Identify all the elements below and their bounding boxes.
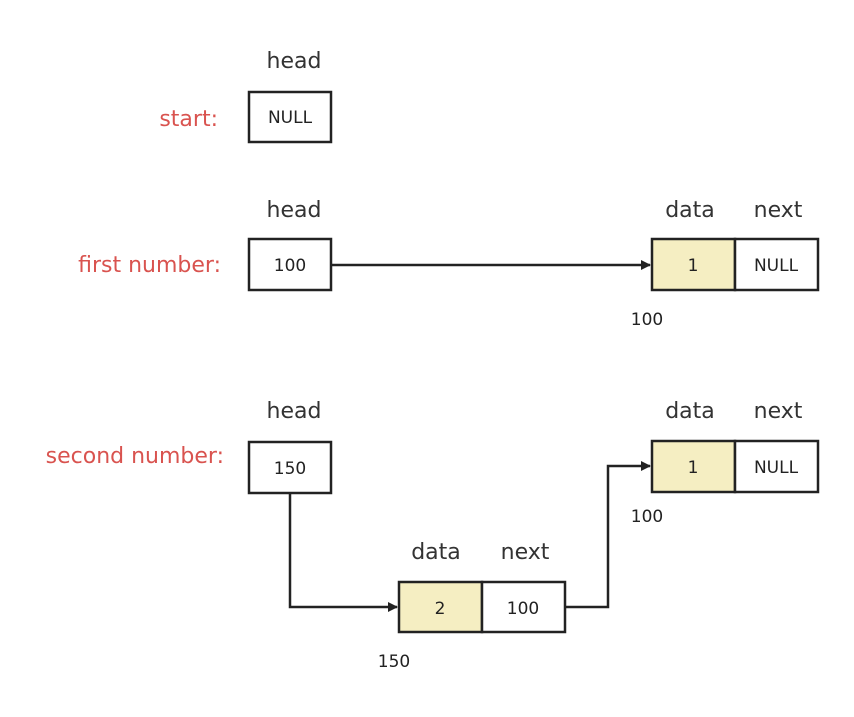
start-row: start: head NULL — [159, 49, 333, 144]
first-node-next-header: next — [754, 198, 803, 223]
second-node-a-next-value: 100 — [507, 599, 539, 619]
start-head-box — [247, 90, 333, 144]
first-head-box — [247, 237, 333, 292]
second-label: second number: — [46, 444, 224, 469]
second-node-b-next-header: next — [754, 399, 803, 424]
first-node-address: 100 — [631, 310, 663, 330]
second-head-header: head — [267, 399, 322, 424]
start-label: start: — [159, 107, 218, 132]
second-node-a-data-value: 2 — [435, 599, 446, 619]
second-row: second number: head 150 data next 2 100 … — [46, 399, 820, 672]
second-node-b-data-value: 1 — [688, 458, 699, 478]
second-head-arrow — [288, 493, 398, 612]
first-head-value: 100 — [274, 256, 306, 276]
second-node-a-next-header: next — [501, 540, 550, 565]
first-node-data-value: 1 — [688, 256, 699, 276]
first-node-data-cell — [650, 237, 737, 292]
first-node-next-cell — [733, 237, 820, 292]
second-node-a-arrow — [565, 461, 651, 609]
second-head-box — [247, 440, 333, 495]
second-head-value: 150 — [274, 459, 306, 479]
second-node-a-data-header: data — [411, 540, 461, 565]
first-row: first number: head 100 data next 1 NULL … — [78, 198, 820, 330]
start-head-header: head — [267, 49, 322, 74]
second-node-a-address: 150 — [378, 652, 410, 672]
second-node-b-data-header: data — [665, 399, 715, 424]
first-label: first number: — [78, 253, 221, 278]
first-head-header: head — [267, 198, 322, 223]
first-node-next-value: NULL — [754, 256, 799, 276]
second-node-b-address: 100 — [631, 507, 663, 527]
start-head-value: NULL — [268, 108, 313, 128]
second-node-b-next-cell — [733, 439, 820, 494]
second-node-b-next-value: NULL — [754, 458, 799, 478]
first-node-data-header: data — [665, 198, 715, 223]
